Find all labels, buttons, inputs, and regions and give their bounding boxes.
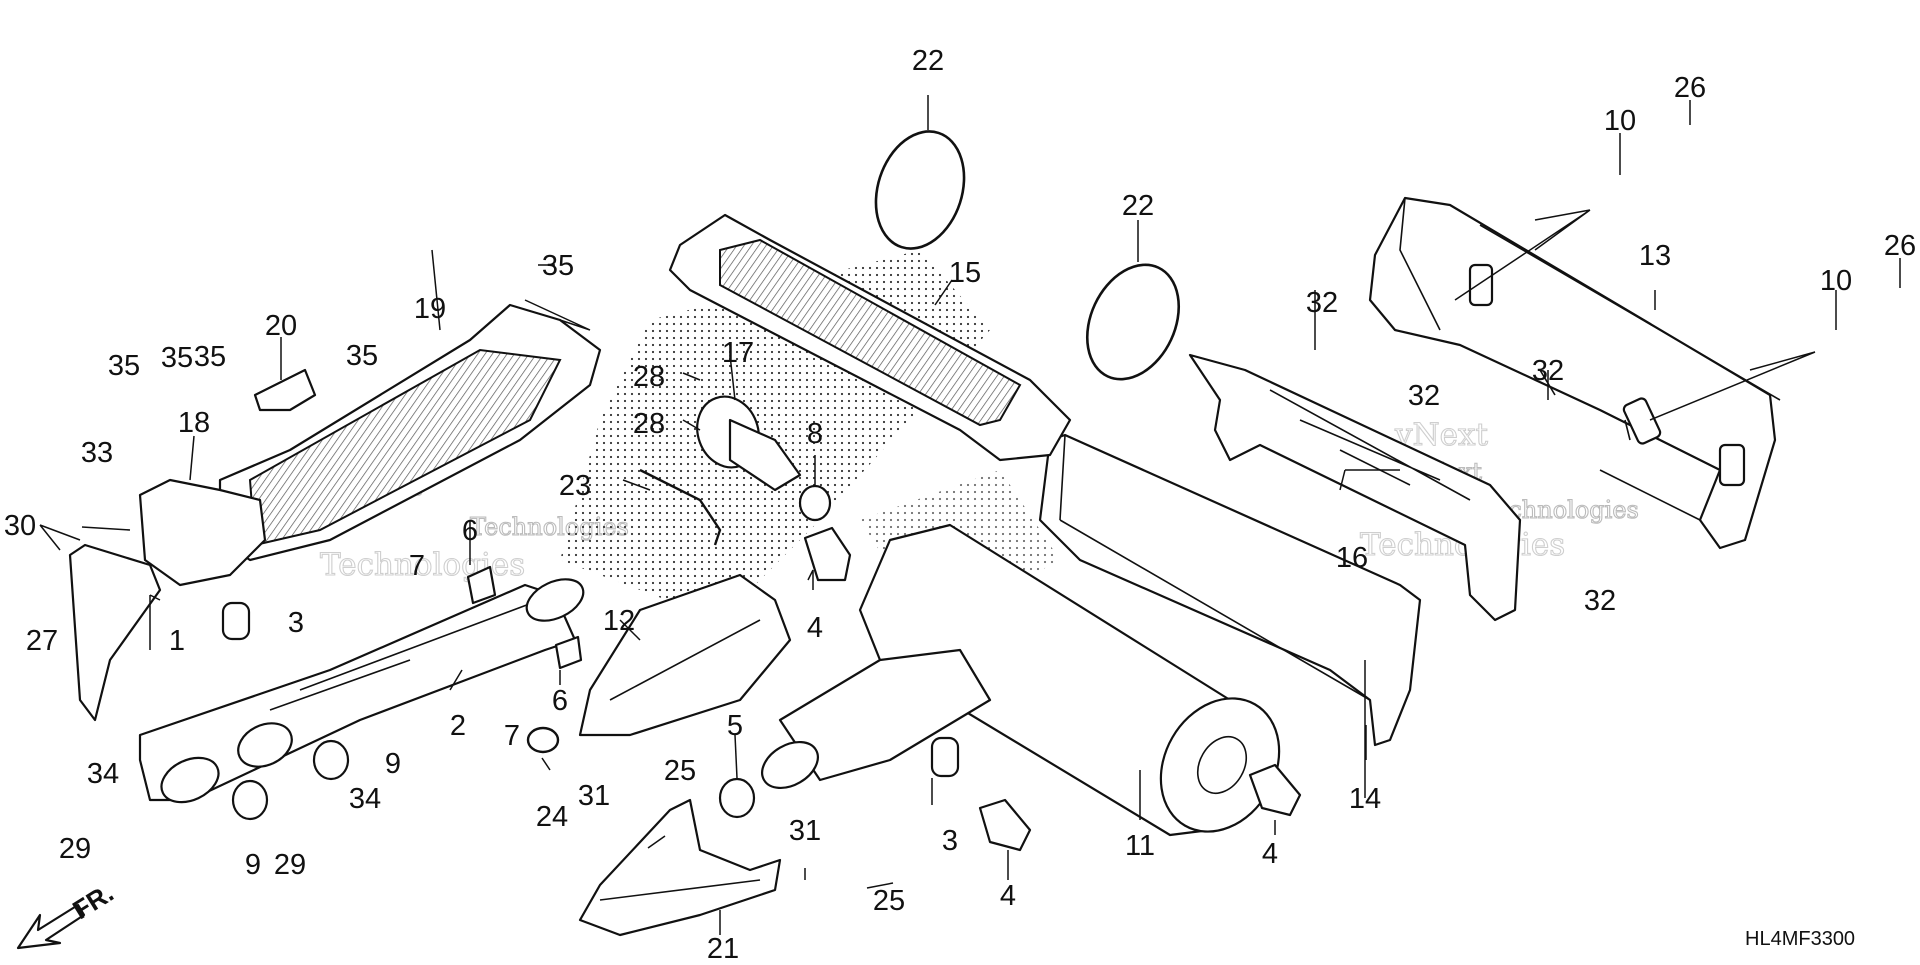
callout-number-3: 3 <box>288 607 304 639</box>
callout-number-11: 11 <box>1125 830 1155 862</box>
callout-number-33: 33 <box>81 437 113 469</box>
callout-number-30: 30 <box>4 510 36 542</box>
leader-lines <box>39 95 1901 935</box>
callout-number-25: 25 <box>664 755 696 787</box>
callout-number-6: 6 <box>462 515 478 547</box>
callout-number-35: 35 <box>161 342 193 374</box>
mount-stay-4-lower <box>978 798 1032 852</box>
callout-number-2: 2 <box>450 710 466 742</box>
callout-number-32: 32 <box>1532 355 1564 387</box>
callout-number-7: 7 <box>504 720 520 752</box>
drawing-code: HL4MF3300 <box>1745 928 1855 950</box>
spring-6-upper <box>466 565 497 605</box>
muffler-inlet-flange <box>761 740 819 790</box>
callout-number-22: 22 <box>1122 190 1154 222</box>
rubber-mount-3-left <box>221 601 251 641</box>
callout-number-6: 6 <box>552 685 568 717</box>
cover-tab <box>1718 443 1746 487</box>
protector-bracket <box>68 543 162 722</box>
callout-number-32: 32 <box>1584 585 1616 617</box>
gasket-5 <box>718 777 756 819</box>
pipe-port <box>160 756 220 804</box>
muffler-bracket <box>1188 353 1522 622</box>
callout-number-28: 28 <box>633 361 665 393</box>
pipe-guard <box>578 573 792 737</box>
callout-number-35: 35 <box>108 350 140 382</box>
callout-number-12: 12 <box>603 605 635 637</box>
callout-number-21: 21 <box>707 933 739 960</box>
callout-number-34: 34 <box>349 783 381 815</box>
lower-guard <box>578 798 782 937</box>
callout-number-22: 22 <box>912 45 944 77</box>
callout-number-13: 13 <box>1639 240 1671 272</box>
callout-number-31: 31 <box>578 780 610 812</box>
pipe-flange <box>525 578 585 622</box>
callout-number-26: 26 <box>1674 72 1706 104</box>
cover-tab <box>1468 263 1494 307</box>
clamp-24 <box>526 726 560 754</box>
callout-number-34: 34 <box>87 758 119 790</box>
callout-number-18: 18 <box>178 407 210 439</box>
cover-tab <box>1622 397 1662 445</box>
callout-number-27: 27 <box>26 625 58 657</box>
muffler-heat-shield <box>1038 433 1422 747</box>
callout-number-35: 35 <box>194 341 226 373</box>
callout-number-1: 1 <box>169 625 185 657</box>
clamp-band-upper <box>874 130 966 250</box>
callout-number-7: 7 <box>409 550 425 582</box>
callout-number-29: 29 <box>59 833 91 865</box>
callout-number-10: 10 <box>1604 105 1636 137</box>
stay-20 <box>253 368 317 412</box>
callout-number-17: 17 <box>722 337 754 369</box>
callout-number-5: 5 <box>727 710 743 742</box>
callout-number-9: 9 <box>245 849 261 881</box>
callout-number-32: 32 <box>1408 380 1440 412</box>
callout-number-15: 15 <box>949 257 981 289</box>
callout-number-20: 20 <box>265 310 297 342</box>
callout-number-31: 31 <box>789 815 821 847</box>
joint-pipe <box>728 418 802 492</box>
callout-number-4: 4 <box>807 612 823 644</box>
spring-6-lower <box>554 635 583 670</box>
callout-number-29: 29 <box>274 849 306 881</box>
gasket-9-right <box>312 739 350 781</box>
clamp-band-lower <box>1085 263 1181 381</box>
callout-number-26: 26 <box>1884 230 1916 262</box>
callout-number-28: 28 <box>633 408 665 440</box>
muffler-inlet-cone <box>778 648 992 782</box>
callout-number-4: 4 <box>1000 880 1016 912</box>
callout-number-16: 16 <box>1336 542 1368 574</box>
callout-number-35: 35 <box>542 250 574 282</box>
arrow-icon <box>16 903 86 950</box>
callout-number-23: 23 <box>559 470 591 502</box>
mount-stay-4-center <box>803 526 852 582</box>
callout-number-3: 3 <box>942 825 958 857</box>
gasket-9-left <box>231 779 269 821</box>
callout-number-32: 32 <box>1306 287 1338 319</box>
pipe-port <box>237 722 293 768</box>
callout-number-8: 8 <box>807 418 823 450</box>
callout-number-14: 14 <box>1349 783 1381 815</box>
mount-stay-4-right <box>1248 763 1302 817</box>
callout-number-19: 19 <box>414 293 446 325</box>
rubber-mount-3-right <box>930 736 960 778</box>
pipe-protector <box>138 478 267 587</box>
callout-number-24: 24 <box>536 801 568 833</box>
callout-number-9: 9 <box>385 748 401 780</box>
callout-number-10: 10 <box>1820 265 1852 297</box>
callout-number-35: 35 <box>346 340 378 372</box>
callout-number-4: 4 <box>1262 838 1278 870</box>
front-direction-arrow: FR. <box>16 877 119 950</box>
oxygen-sensor <box>639 468 722 546</box>
gasket-8 <box>798 484 832 522</box>
callout-number-25: 25 <box>873 885 905 917</box>
